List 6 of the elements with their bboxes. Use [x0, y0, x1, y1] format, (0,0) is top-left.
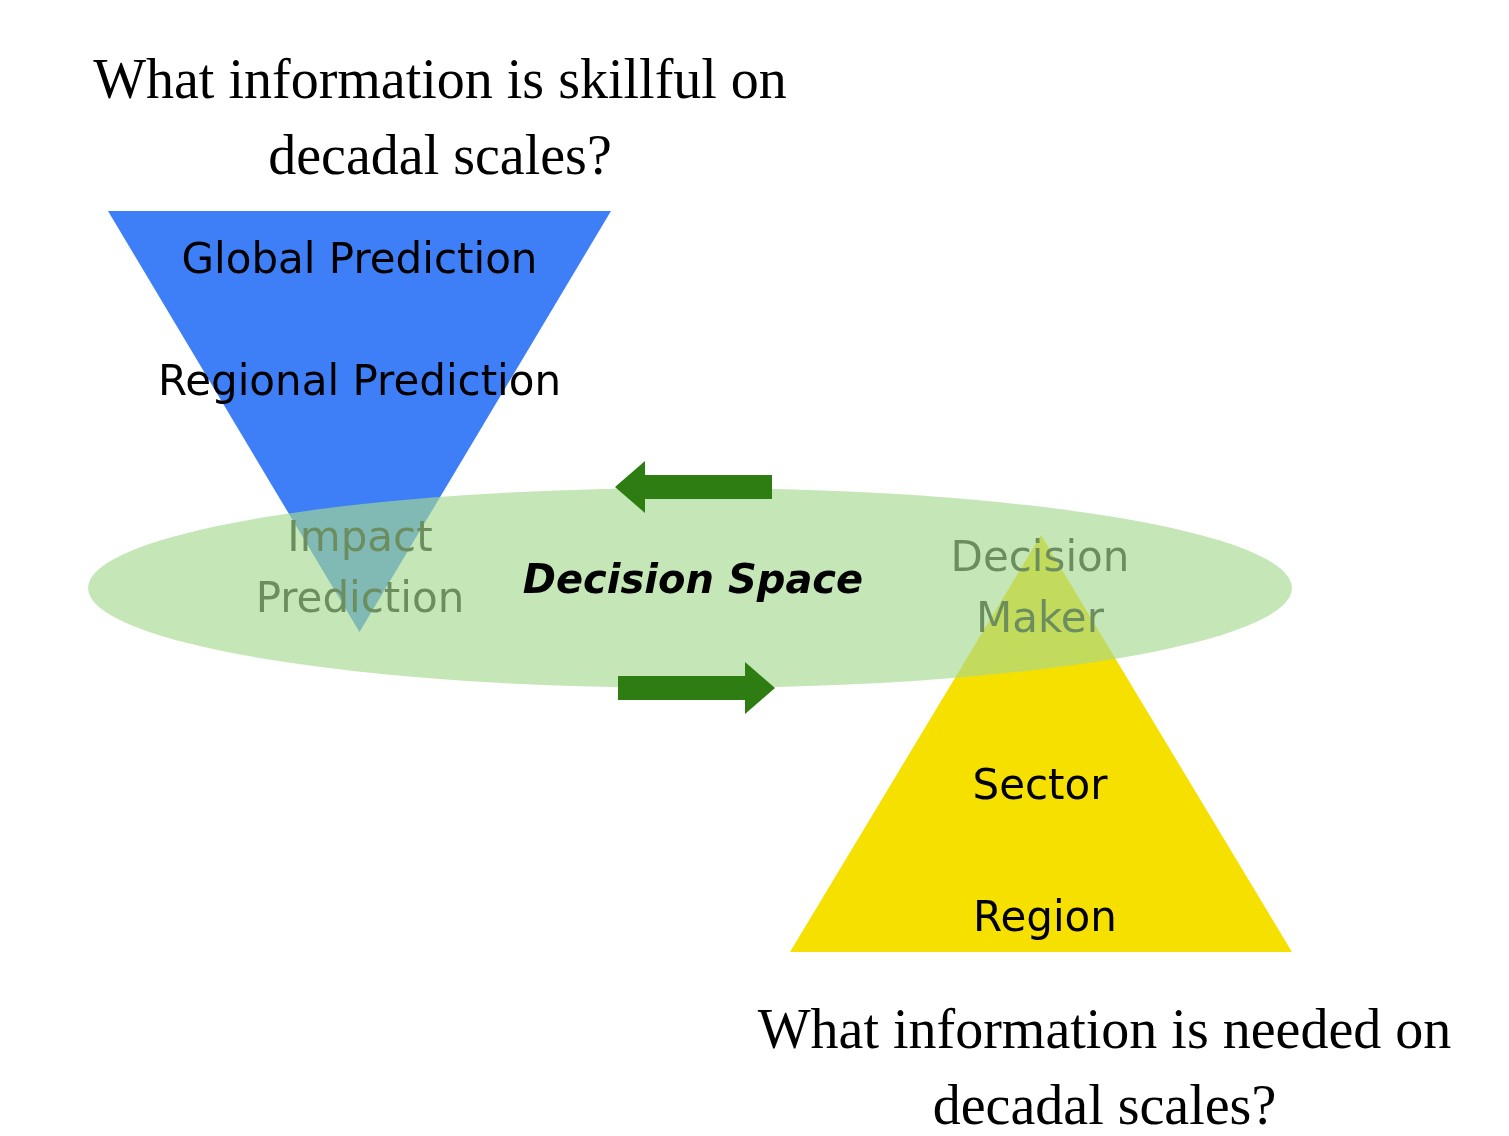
level-label: Global Prediction — [180, 233, 539, 285]
question-text: What information is skillful on decadal scales? — [92, 47, 788, 188]
level-label: Sector — [971, 759, 1109, 811]
level-label: Region — [972, 891, 1118, 943]
question-text: What information is needed on decadal scales? — [756, 997, 1453, 1136]
ellipse-label: Decision Space — [521, 555, 865, 604]
